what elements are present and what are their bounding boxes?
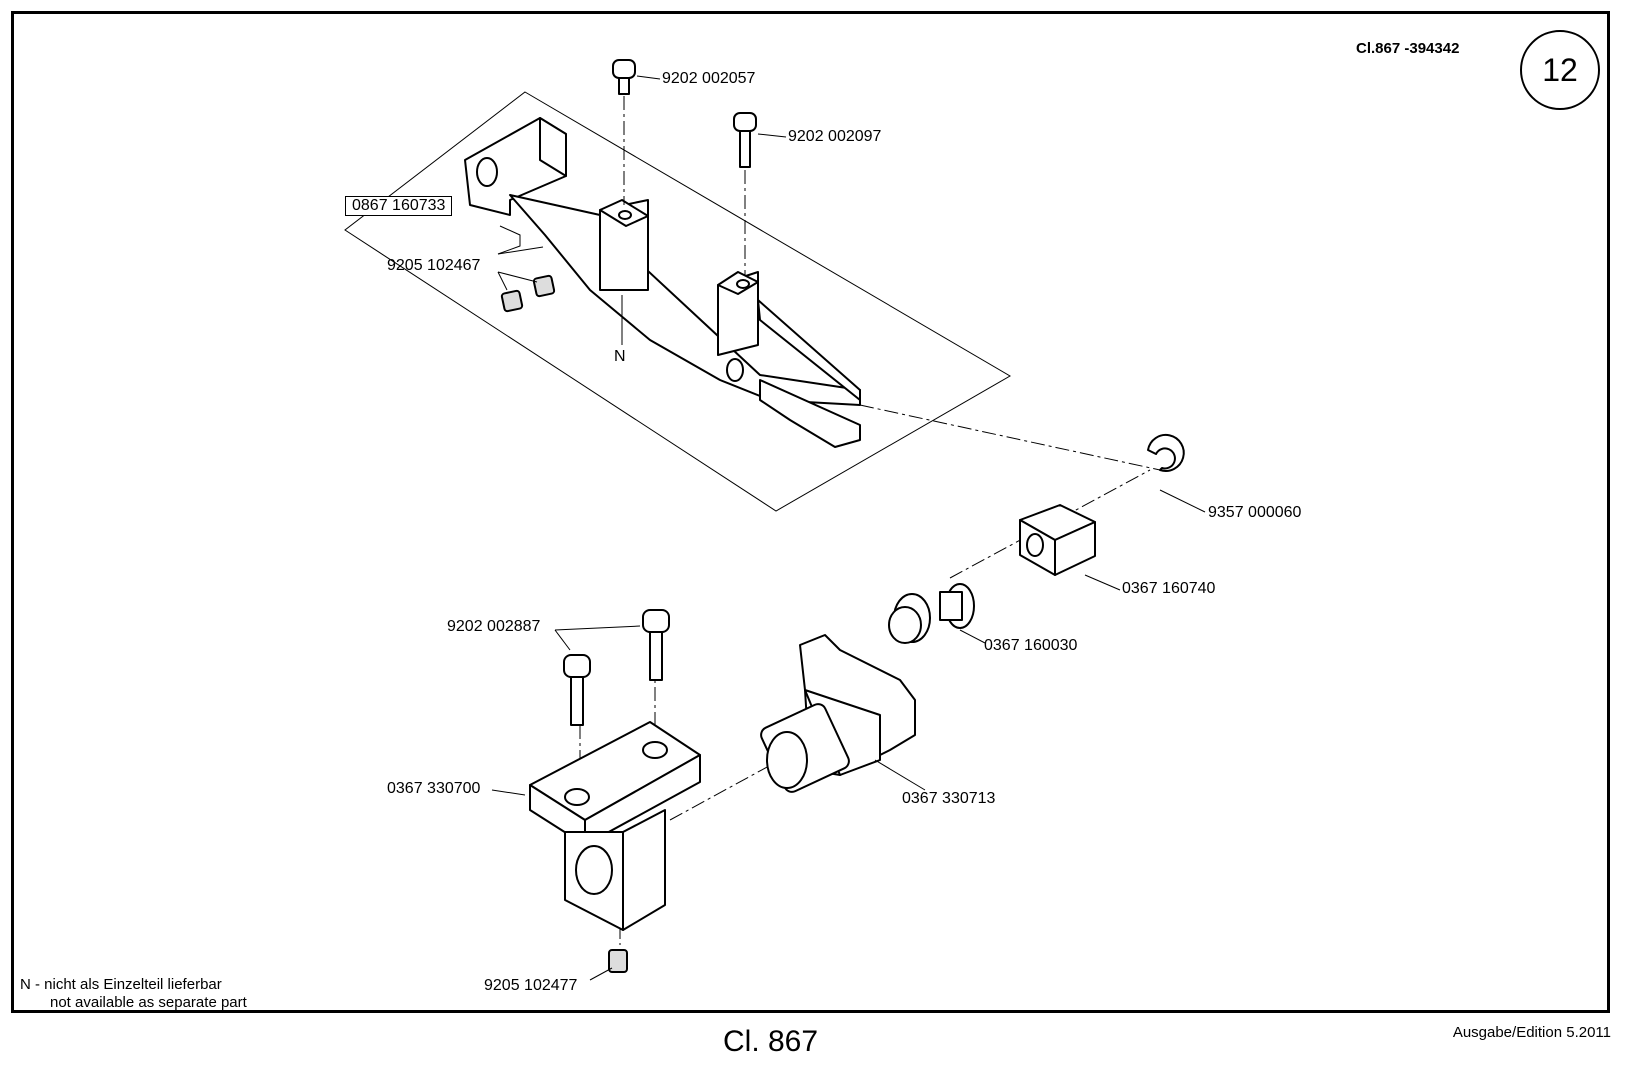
housing-shape	[758, 635, 915, 795]
footer-edition: Ausgabe/Edition 5.2011	[1453, 1024, 1611, 1041]
part-label-9202-002887: 9202 002887	[447, 618, 540, 636]
part-label-9357-000060: 9357 000060	[1208, 504, 1301, 522]
not-separate-marker: N	[614, 348, 626, 366]
part-label-0367-160740: 0367 160740	[1122, 580, 1215, 598]
screw-9202-002097-shape	[734, 113, 756, 167]
screw-9202-002057-shape	[613, 60, 635, 94]
part-label-0367-330700: 0367 330700	[387, 780, 480, 798]
bracket-shape	[530, 722, 700, 930]
block-shape	[1020, 505, 1095, 575]
availability-note: N - nicht als Einzelteil lieferbar not a…	[20, 976, 247, 1012]
pin-shape	[889, 584, 974, 643]
class-code-label: Cl.867 -394342	[1356, 40, 1459, 58]
set-screws-pair	[501, 275, 554, 311]
part-label-0867-160733: 0867 160733	[345, 196, 452, 216]
sheet-number-circle: 12	[1520, 30, 1600, 110]
part-label-9205-102467: 9205 102467	[387, 257, 480, 275]
part-label-9205-102477: 9205 102477	[484, 977, 577, 995]
note-line-english: not available as separate part	[20, 994, 247, 1012]
circlip-shape	[1148, 435, 1184, 471]
footer-title: Cl. 867	[723, 1025, 818, 1059]
part-label-9202-002057: 9202 002057	[662, 70, 755, 88]
screw-9202-002887-left-shape	[564, 655, 590, 725]
part-label-0367-160030: 0367 160030	[984, 637, 1077, 655]
part-label-9202-002097: 9202 002097	[788, 128, 881, 146]
part-label-0367-330713: 0367 330713	[902, 790, 995, 808]
screw-9202-002887-right-shape	[643, 610, 669, 680]
note-line-german: N - nicht als Einzelteil lieferbar	[20, 976, 247, 994]
bracket-arm-shape	[465, 118, 860, 447]
